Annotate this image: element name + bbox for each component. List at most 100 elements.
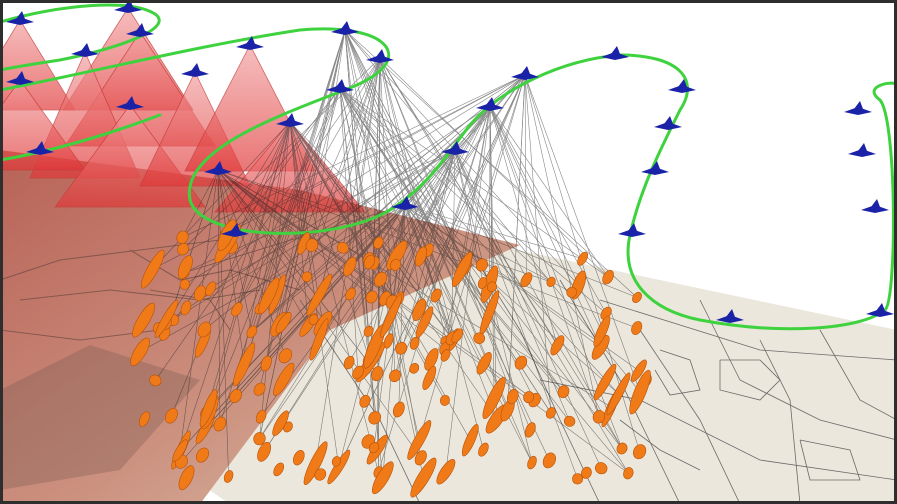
projection-ray	[379, 57, 609, 278]
projection-ray	[524, 74, 527, 280]
tie-point-icon	[482, 376, 506, 420]
projection-ray	[217, 169, 308, 278]
projection-ray	[179, 169, 219, 451]
tie-point-icon	[545, 407, 556, 419]
camera-marker-icon	[654, 116, 682, 130]
camera-marker-fin	[341, 21, 350, 29]
projection-ray	[344, 29, 535, 401]
projection-ray	[306, 57, 381, 277]
camera-marker-icon	[844, 101, 872, 115]
tie-point-icon	[308, 314, 319, 326]
tie-point-icon	[616, 442, 628, 455]
camera-marker-icon	[716, 309, 744, 323]
tie-point-icon	[273, 362, 295, 396]
projection-ray	[404, 204, 583, 260]
camera-marker-body	[511, 72, 539, 80]
camera-marker-fin	[36, 141, 45, 149]
camera-marker-body	[668, 85, 696, 93]
projection-ray	[379, 57, 514, 397]
camera-marker-icon	[511, 66, 539, 80]
tie-point-icon	[176, 230, 189, 244]
tie-point-icon	[352, 365, 364, 380]
tie-point-icon	[557, 385, 570, 399]
tie-point-icon	[383, 333, 394, 349]
tie-point-icon	[177, 255, 193, 280]
tie-point-icon	[606, 372, 631, 416]
projection-ray	[364, 149, 456, 402]
projection-ray	[344, 29, 550, 461]
tie-point-icon	[389, 369, 401, 383]
projection-ray	[404, 204, 629, 474]
tie-point-icon	[345, 287, 356, 301]
tie-point-icon	[506, 388, 519, 405]
camera-marker-body	[391, 202, 419, 210]
tie-point-icon	[303, 441, 328, 486]
tie-point-icon	[632, 291, 642, 303]
camera-marker-icon	[181, 63, 209, 77]
camera-marker-icon	[391, 196, 419, 210]
projection-ray	[199, 149, 456, 294]
camera-marker-fin	[136, 23, 145, 31]
camera-marker-fin	[486, 97, 495, 105]
camera-marker-body	[236, 42, 264, 50]
camera-marker-body	[366, 55, 394, 63]
tie-point-icon	[257, 441, 272, 462]
tie-point-icon	[390, 258, 401, 271]
projection-ray	[217, 169, 304, 244]
tie-point-icon	[343, 256, 357, 277]
flight-path	[0, 113, 162, 162]
projection-ray	[289, 121, 422, 257]
projection-ray	[225, 87, 341, 235]
camera-marker-body	[114, 5, 142, 13]
camera-marker-fin	[871, 199, 880, 207]
projection-ray	[344, 29, 398, 256]
tie-point-icon	[336, 242, 349, 254]
camera-marker-fin	[191, 63, 200, 71]
tie-point-icon	[436, 458, 456, 485]
projection-ray	[166, 149, 456, 324]
tie-point-icon	[410, 457, 437, 498]
tie-point-icon	[487, 281, 497, 293]
terrain-line	[19, 289, 261, 301]
camera-marker-fin	[16, 11, 25, 19]
camera-marker-fin	[81, 43, 90, 51]
projection-ray	[418, 149, 456, 310]
tie-point-icon	[149, 374, 162, 387]
projection-ray	[368, 204, 406, 260]
map-line	[599, 299, 897, 361]
camera-marker-icon	[331, 21, 359, 35]
projection-ray	[395, 74, 526, 266]
tie-point-icon	[368, 411, 382, 425]
tie-point-icon	[371, 366, 384, 382]
tie-point-icon	[414, 450, 427, 466]
camera-marker-icon	[326, 79, 354, 93]
camera-marker-body	[6, 17, 34, 25]
camera-marker-body	[844, 107, 872, 115]
tie-point-icon	[580, 466, 592, 479]
projection-ray	[204, 121, 291, 430]
tie-point-icon	[178, 465, 195, 491]
camera-marker-body	[71, 49, 99, 57]
tie-point-icon	[246, 325, 258, 339]
projection-ray	[379, 57, 531, 430]
tie-point-icon	[140, 249, 165, 289]
camera-marker-body	[204, 167, 232, 175]
camera-marker-body	[848, 149, 876, 157]
camera-marker-fin	[664, 116, 673, 124]
camera-marker-body	[654, 122, 682, 130]
tie-point-icon	[193, 285, 207, 302]
projection-ray	[184, 204, 406, 273]
projection-ray	[489, 105, 558, 346]
projection-ray	[339, 87, 619, 395]
tie-point-icon	[542, 452, 556, 469]
projection-ray	[507, 74, 526, 411]
tie-point-icon	[527, 455, 537, 470]
projection-ray	[404, 204, 638, 298]
projection-ray	[404, 204, 619, 395]
tie-point-icon	[371, 461, 394, 495]
projection-ray	[283, 29, 346, 323]
tie-point-icon	[154, 299, 179, 338]
camera-marker-body	[861, 205, 889, 213]
